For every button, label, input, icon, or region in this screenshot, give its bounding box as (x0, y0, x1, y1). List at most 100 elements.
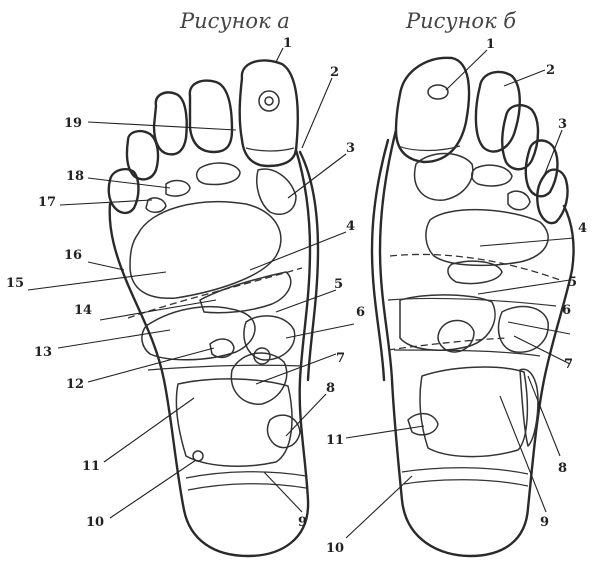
figure-b-leader-9 (499, 395, 547, 513)
figure-b-third-toe (501, 104, 540, 171)
figure-b-leader-11 (345, 425, 425, 439)
figure-a-zone-12 (209, 338, 235, 359)
figure-a-zone-14 (199, 271, 292, 314)
figure-a-zone-1-center (264, 96, 274, 106)
figure-b-heel-line-2 (403, 479, 529, 487)
figure-b-heel-line-1 (401, 467, 529, 475)
figure-b-dashed-line-lower (387, 337, 507, 351)
figure-a-label-17: 17 (38, 195, 56, 210)
figure-b-zone-9 (419, 366, 529, 458)
figure-a-leader-17 (59, 199, 153, 206)
figure-a-label-19: 19 (64, 116, 82, 131)
figure-b-label-5: 5 (568, 275, 577, 290)
figure-a-label-7: 7 (336, 351, 345, 366)
figure-a-zone-6 (243, 315, 296, 361)
figure-a-label-3: 3 (346, 141, 355, 156)
figure-a-zone-2-3 (256, 168, 297, 216)
figure-a-label-8: 8 (326, 381, 335, 396)
figure-b-zone-toe-pad (413, 152, 474, 201)
figure-a-label-13: 13 (34, 345, 52, 360)
figure-a-zone-15 (129, 201, 282, 299)
figure-b-zone-7 (497, 305, 549, 353)
figure-a-leader-15 (27, 271, 167, 291)
figure-a-leader-2 (301, 77, 333, 149)
figure-b-zone-5 (447, 260, 503, 285)
figure-a-leader-9 (263, 471, 303, 513)
figure-a-fourth-toe (125, 129, 160, 181)
figure-a-leader-3 (287, 153, 347, 199)
figure-b-leader-8 (527, 375, 561, 457)
figure-a-second-toe (188, 79, 234, 154)
figure-b-title: Рисунок б (405, 9, 516, 33)
figure-b-leader-7 (513, 335, 571, 365)
figure-a-zone-1-spot (258, 90, 280, 112)
figure-a-label-6: 6 (356, 305, 365, 320)
figure-b-inner-edge (370, 138, 390, 382)
figure-a: Рисунок а (6, 9, 365, 558)
figure-b-fifth-toe (536, 168, 569, 225)
figure-a-leader-1 (275, 47, 284, 63)
figure-a-heel-line-2 (187, 483, 307, 491)
figure-b-zone-3-ridge (507, 190, 531, 211)
figure-a-leader-8 (285, 393, 327, 437)
figure-a-zone-18 (165, 179, 191, 197)
figure-b-label-1: 1 (486, 37, 495, 52)
figure-b-label-9: 9 (540, 515, 549, 530)
figure-a-waist-line (147, 364, 303, 371)
figure-a-heel-line-1 (185, 471, 307, 479)
figure-a-zone-5-spot (253, 347, 271, 365)
figure-a-leader-11 (103, 397, 195, 463)
figure-b: Рисунок б (326, 9, 587, 558)
figure-b-label-10: 10 (326, 541, 344, 556)
figure-a-outer-edge (298, 150, 320, 382)
figure-b-mid-line (387, 297, 557, 307)
figure-a-leader-4 (249, 231, 347, 271)
figure-a-label-5: 5 (334, 277, 343, 292)
figure-b-second-toe (474, 70, 521, 153)
figure-a-label-16: 16 (64, 248, 82, 263)
figure-b-zone-1-spot (427, 84, 449, 100)
figure-a-label-9: 9 (298, 515, 307, 530)
figure-b-leader-5 (477, 279, 571, 295)
figure-a-third-toe (152, 91, 188, 156)
figure-a-leader-12 (87, 347, 215, 383)
figure-b-label-2: 2 (546, 63, 555, 78)
figure-a-foot-outline (108, 148, 312, 558)
figure-b-leader-2 (503, 69, 546, 87)
figure-b-dashed-line-upper (389, 253, 561, 281)
figure-b-zone-11 (407, 412, 439, 436)
figure-a-zone-17 (145, 197, 167, 213)
figure-b-leader-10 (345, 475, 413, 539)
figure-b-label-6: 6 (562, 303, 571, 318)
figure-b-label-11: 11 (326, 433, 344, 448)
figure-a-label-10: 10 (86, 515, 104, 530)
figure-a-label-11: 11 (82, 459, 100, 474)
figure-b-leader-6 (507, 321, 571, 335)
figure-a-label-4: 4 (346, 219, 355, 234)
figure-b-foot-outline (378, 128, 575, 558)
figure-b-label-3: 3 (558, 117, 567, 132)
figure-b-zone-4 (425, 208, 549, 267)
figure-b-zone-6 (399, 294, 496, 351)
figure-a-leader-14 (99, 299, 217, 321)
figure-b-zone-5-spot (437, 319, 475, 353)
figure-a-label-2: 2 (330, 65, 339, 80)
figure-a-leader-6 (285, 323, 355, 339)
figure-a-label-18: 18 (66, 169, 84, 184)
figure-a-label-12: 12 (66, 377, 84, 392)
figure-b-fourth-toe (524, 139, 559, 198)
figure-a-zone-19 (195, 162, 241, 186)
figure-a-toe-crease (245, 147, 295, 152)
figure-b-waist-line (393, 349, 541, 357)
figure-b-label-7: 7 (564, 357, 573, 372)
figure-a-leader-18 (87, 177, 171, 189)
figure-b-leader-3 (543, 129, 563, 177)
figure-a-zone-11 (175, 378, 293, 467)
figure-a-dashed-line (127, 267, 303, 319)
figure-a-leader-5 (275, 289, 337, 313)
figure-a-title: Рисунок а (179, 9, 290, 33)
figure-a-leader-16 (87, 261, 125, 271)
figure-b-toe-crease (397, 145, 461, 152)
figure-b-zone-8 (519, 368, 539, 447)
